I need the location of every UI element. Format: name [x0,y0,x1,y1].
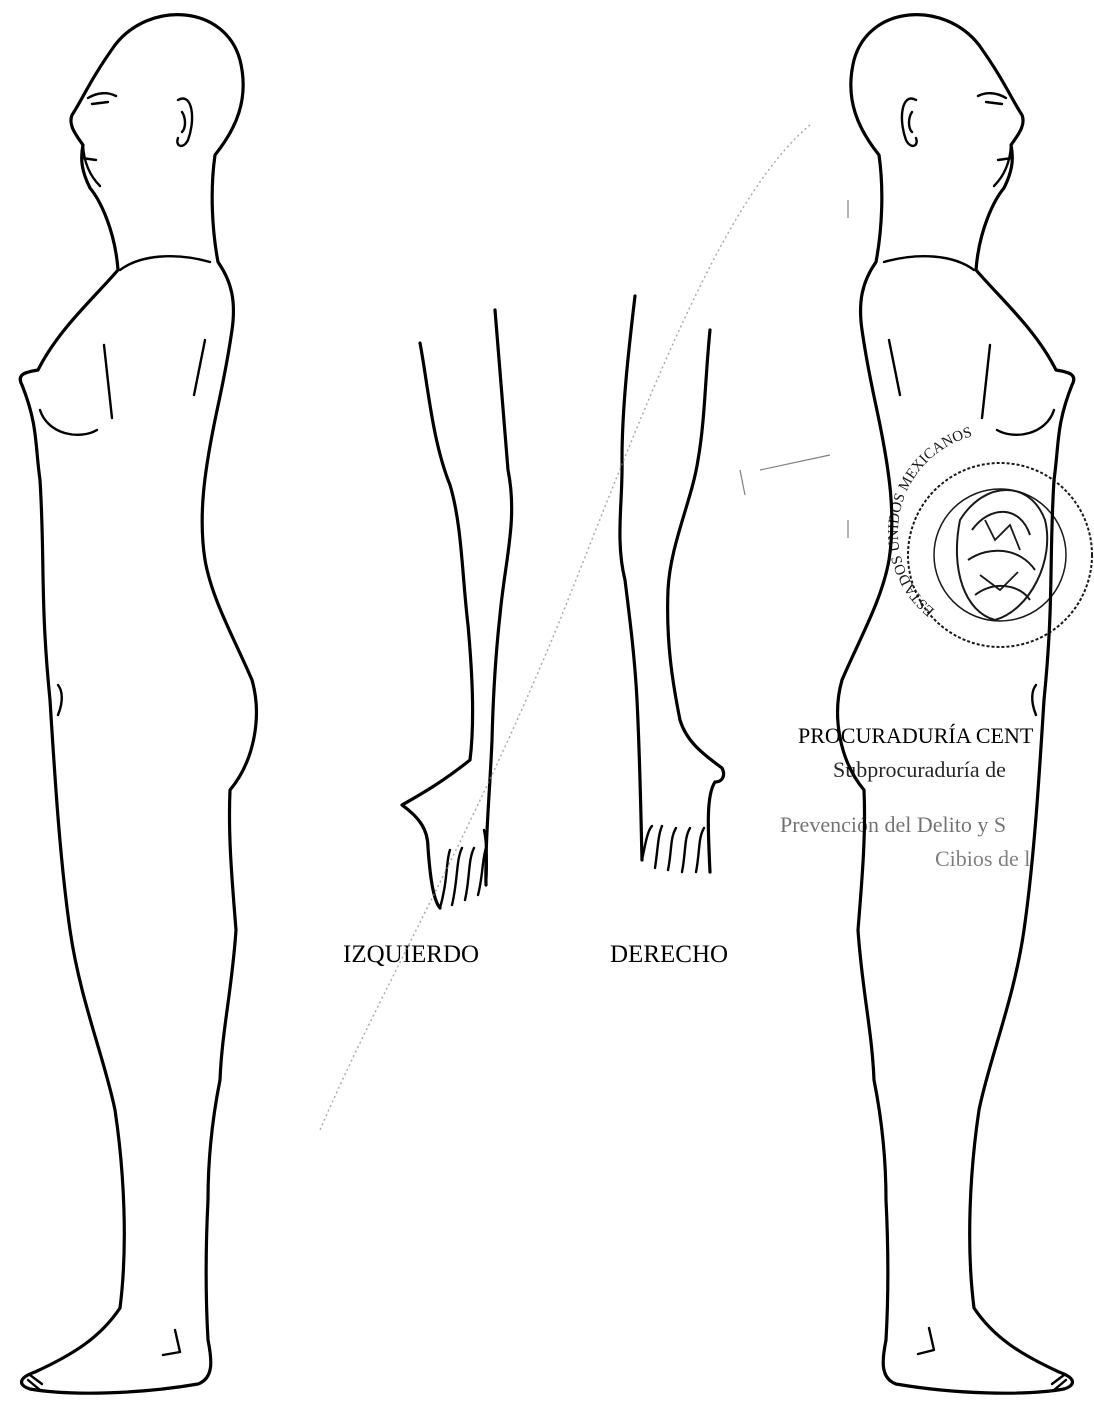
left-arm-inner-edge [486,310,512,885]
left-figure-outline [20,15,256,1394]
left-buttock-line [58,685,62,715]
stamp-line-4: Cibios de l [935,846,1030,871]
right-ear [902,99,917,146]
left-arm-outer-edge [402,343,473,908]
right-arm-front [982,345,990,418]
stamp-line-1: PROCURADURÍA CENT [798,723,1034,748]
right-arm-back [889,340,900,395]
right-eye [978,93,1006,104]
left-arm-label: IZQUIERDO [343,941,479,968]
right-breast [997,410,1054,435]
right-arm-label: DERECHO [610,941,728,968]
stamp-seal: ESTADOS UNIDOS MEXICANOS [886,425,1092,647]
left-breast [40,410,97,435]
left-ankle-mark [163,1330,180,1355]
right-arm-inner-edge [620,296,642,860]
left-arm-figure [402,310,512,908]
right-shoulder [884,256,974,270]
left-arm-back [194,340,205,395]
left-arm-front [104,345,112,418]
diagonal-faint-line [320,125,810,1130]
stamp-line-2: Subprocuraduría de [833,757,1006,782]
right-ankle-mark [918,1328,934,1354]
right-arm-outer-edge [668,330,724,872]
stamp-faint-marks [740,200,848,538]
right-profile-figure [838,15,1074,1394]
left-shoulder [120,256,210,270]
left-ear [177,99,192,146]
left-profile-figure [20,15,256,1394]
right-buttock-line [1032,685,1036,715]
right-hand-fingers [642,826,704,872]
stamp-line-3: Prevención del Delito y S [780,812,1006,837]
left-eye [88,93,116,104]
right-arm-figure [620,296,724,872]
right-figure-outline [838,15,1074,1394]
